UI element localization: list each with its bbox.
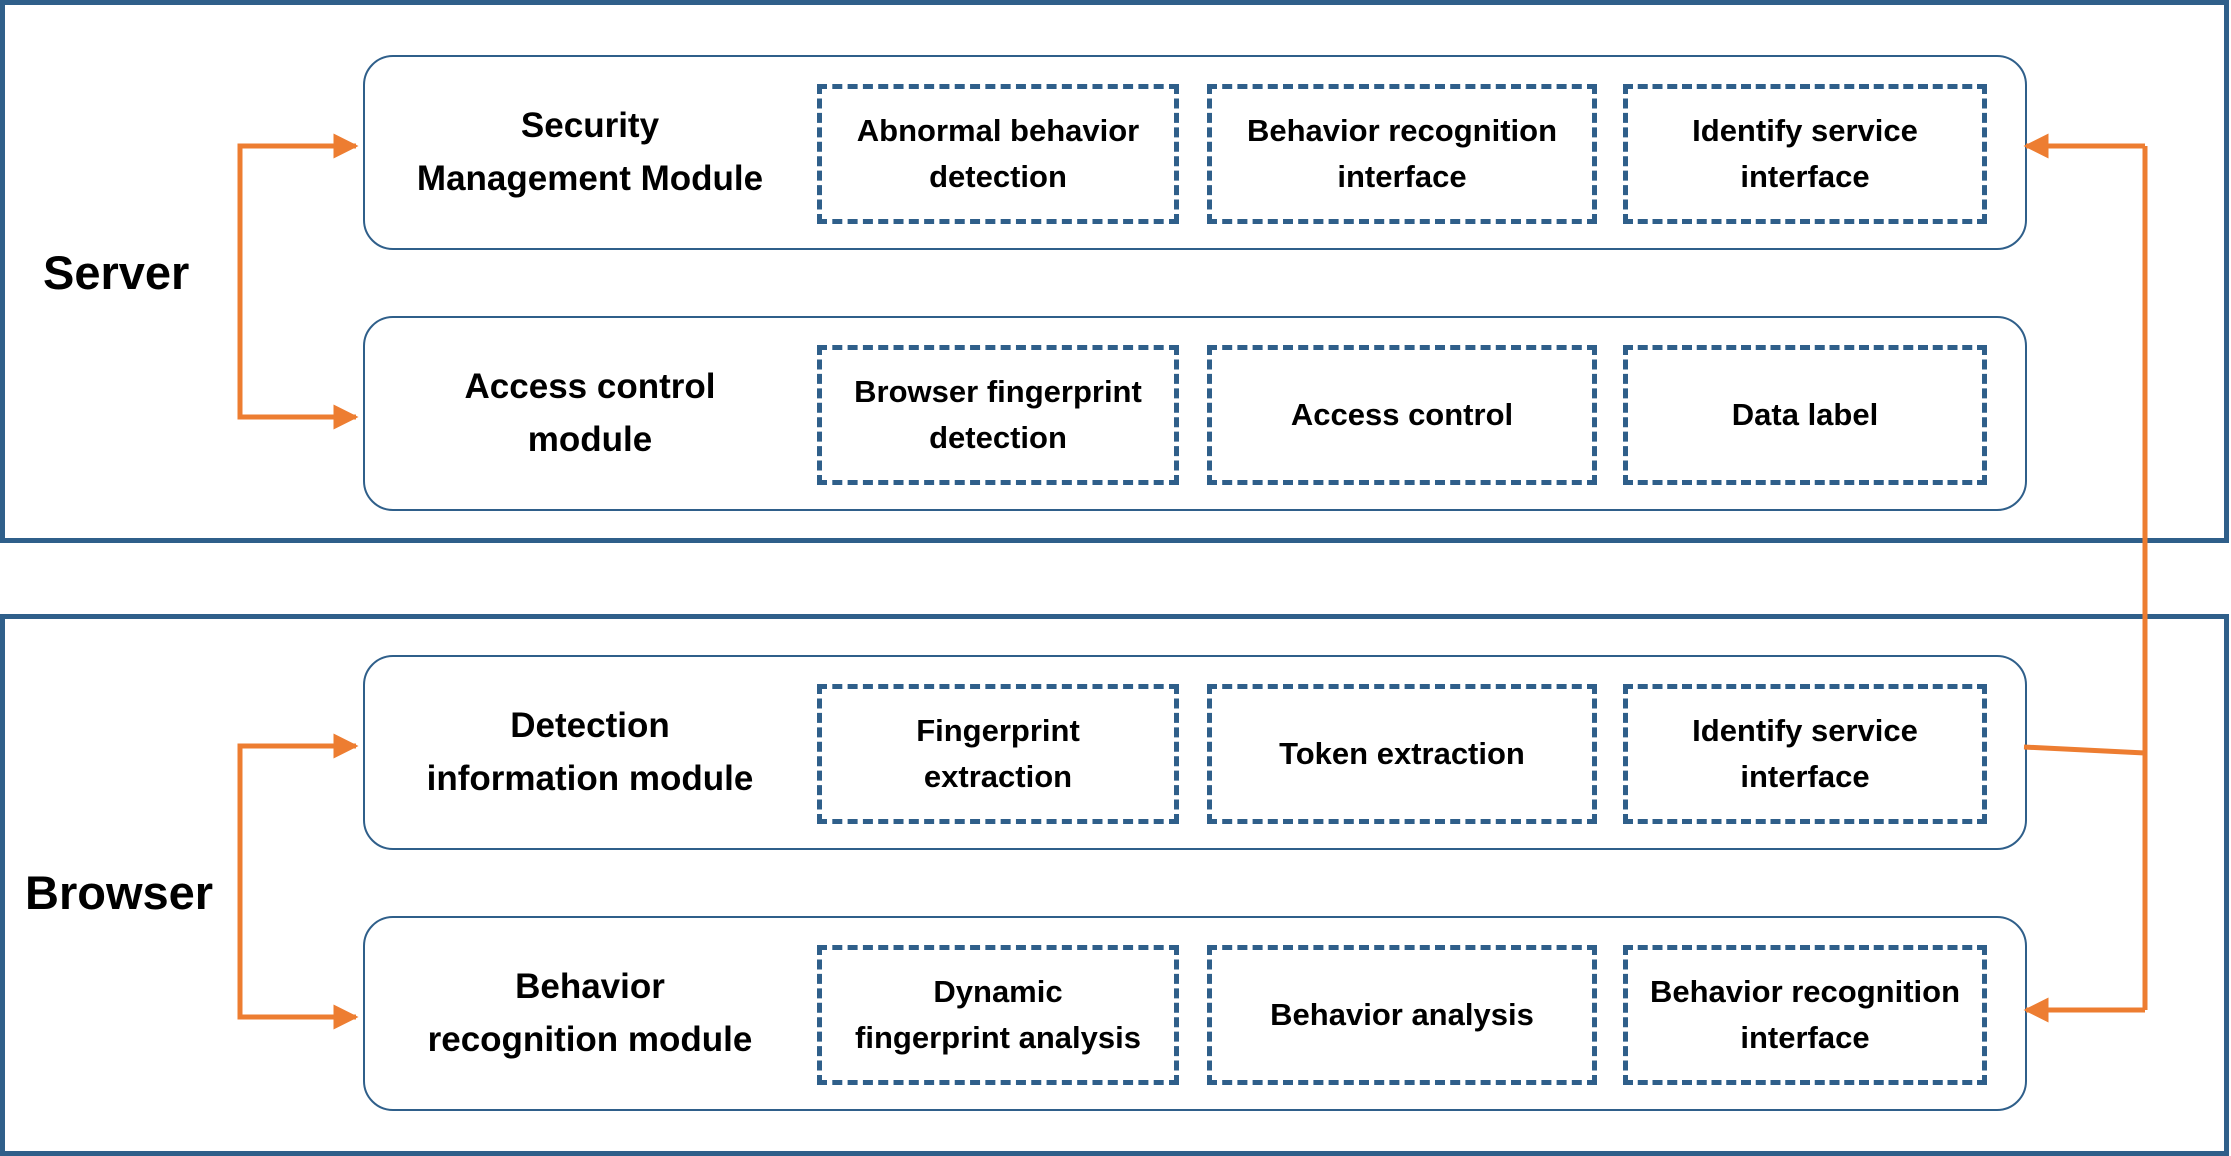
identify-service-interface-box: Identify service interface bbox=[1623, 684, 1987, 824]
access-control-box: Access control bbox=[1207, 345, 1597, 485]
server-frame: Server Security Management Module Abnorm… bbox=[0, 0, 2229, 543]
behavior-recognition-interface-box: Behavior recognition interface bbox=[1623, 945, 1987, 1085]
abnormal-behavior-detection-box: Abnormal behavior detection bbox=[817, 84, 1179, 224]
browser-fingerprint-detection-box: Browser fingerprint detection bbox=[817, 345, 1179, 485]
browser-label: Browser bbox=[25, 866, 214, 919]
security-management-module: Security Management Module Abnormal beha… bbox=[363, 55, 2027, 250]
module-title: Behavior recognition module bbox=[427, 967, 753, 1059]
behavior-recognition-module: Behavior recognition module Dynamic fing… bbox=[363, 916, 2027, 1111]
identify-service-interface-box: Identify service interface bbox=[1623, 84, 1987, 224]
browser-frame: Browser Detection information module Fin… bbox=[0, 614, 2229, 1156]
behavior-recognition-interface-box: Behavior recognition interface bbox=[1207, 84, 1597, 224]
token-extraction-box: Token extraction bbox=[1207, 684, 1597, 824]
module-title: Detection information module bbox=[426, 706, 754, 798]
module-title: Security Management Module bbox=[416, 106, 764, 198]
access-control-module: Access control module Browser fingerprin… bbox=[363, 316, 2027, 511]
server-label: Server bbox=[43, 246, 190, 299]
fingerprint-extraction-box: Fingerprint extraction bbox=[817, 684, 1179, 824]
data-label-box: Data label bbox=[1623, 345, 1987, 485]
dynamic-fingerprint-analysis-box: Dynamic fingerprint analysis bbox=[817, 945, 1179, 1085]
module-title: Access control module bbox=[464, 367, 716, 459]
behavior-analysis-box: Behavior analysis bbox=[1207, 945, 1597, 1085]
detection-information-module: Detection information module Fingerprint… bbox=[363, 655, 2027, 850]
